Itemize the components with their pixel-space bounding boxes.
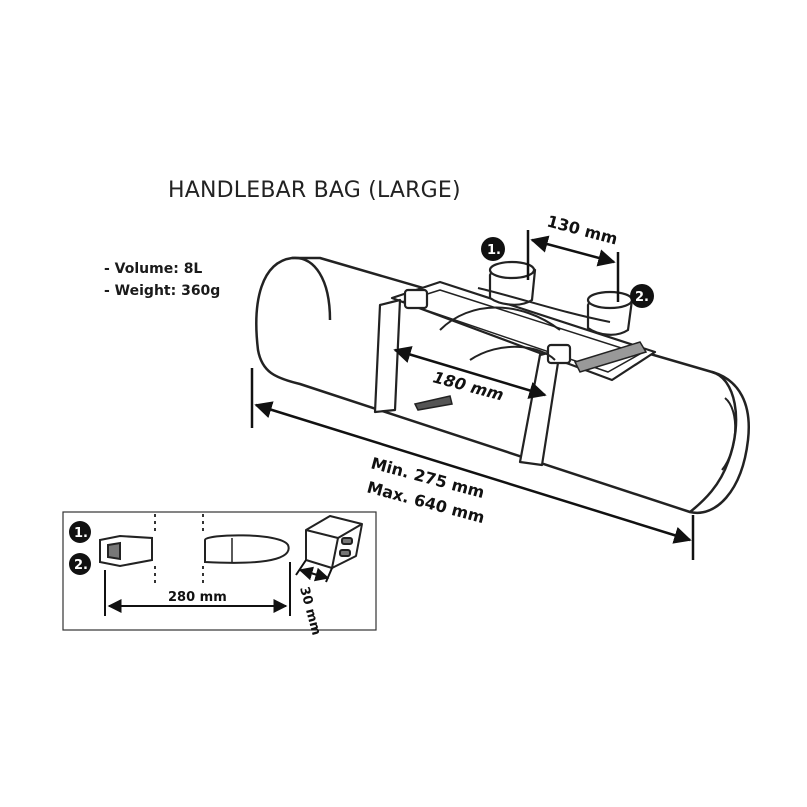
svg-text:2.: 2. [635,290,649,305]
svg-text:2.: 2. [74,558,88,573]
spec-weight: - Weight: 360g [104,283,221,299]
cut-marks [154,514,204,586]
spacer-strap [99,534,290,568]
spec-list: - Volume: 8L - Weight: 360g [104,258,220,302]
callout-inset-one: 1. [69,521,91,543]
spec-volume: - Volume: 8L [104,261,203,277]
svg-text:1.: 1. [74,526,88,541]
svg-text:1.: 1. [487,243,501,258]
strap-spacing-label: 130 mm [545,212,620,249]
spacer-length-label: 280 mm [168,590,227,605]
diagram-title: HANDLEBAR BAG (LARGE) [168,178,461,203]
spacer-block [305,515,363,569]
logo-patch [573,341,648,373]
callout-inset-two: 2. [69,553,91,575]
callout-two: 2. [630,284,654,308]
callout-one: 1. [481,237,505,261]
